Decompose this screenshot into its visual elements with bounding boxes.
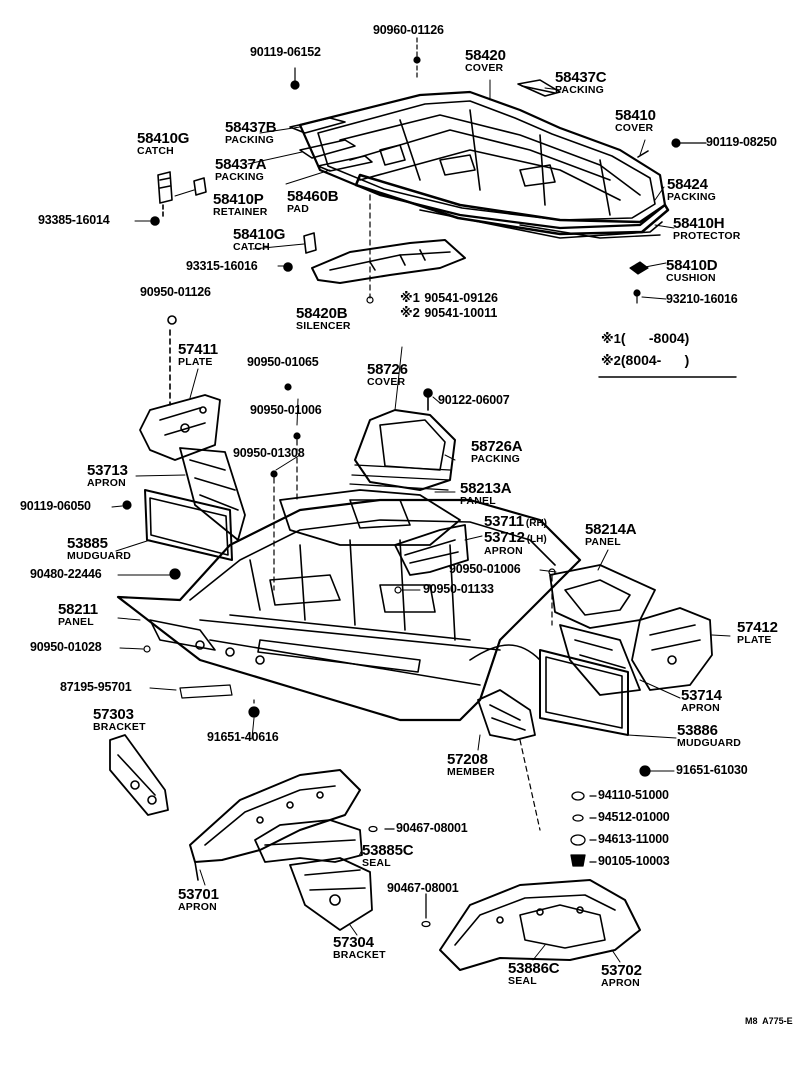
silencer-58420b-drawing xyxy=(311,239,466,284)
packing-58424-drawing xyxy=(354,173,670,239)
part-label-p20: 90950-01126 xyxy=(140,285,211,299)
mudguard-53885-drawing xyxy=(144,489,233,561)
part-label-p22: 90950-01065 xyxy=(247,355,319,369)
part-label-p24: 90122-06007 xyxy=(438,393,510,407)
part-label-p36: 90950-01006 xyxy=(449,562,521,576)
seal-53886c-drawing xyxy=(519,904,606,949)
leader-lines-mid xyxy=(111,346,731,772)
washers-drawing xyxy=(368,791,597,928)
variant-callout-2: ※2 90541-10011 xyxy=(400,305,498,320)
part-label-p49: 90467-08001 xyxy=(396,821,468,835)
part-label-p27: 90950-01308 xyxy=(233,446,305,460)
leader-lines-top xyxy=(134,79,675,300)
drawing-code: M8 A775-E xyxy=(745,1016,793,1026)
plate-57412-drawing xyxy=(631,607,713,691)
member-57208-drawing xyxy=(477,689,536,741)
cover-58726-drawing xyxy=(349,388,456,491)
part-label-p32: 53712(LH)APRON xyxy=(484,529,547,557)
panel-58213a-drawing xyxy=(279,489,461,546)
fastener-leaders-mid xyxy=(122,383,651,831)
part-label-p30: 90119-06050 xyxy=(20,499,91,513)
part-label-p52: 94613-11000 xyxy=(598,832,669,846)
protector-58410h-drawing xyxy=(519,224,661,239)
part-label-p41: 87195-95701 xyxy=(60,680,132,694)
note-line-1: ※1( -8004) xyxy=(601,330,690,346)
part-label-p25: 90950-01006 xyxy=(250,403,322,417)
apron-53713-drawing xyxy=(179,447,246,541)
catch-58410g-mid-drawing xyxy=(283,232,317,272)
fastener-leaders-top xyxy=(290,37,707,304)
part-label-p40: 90950-01028 xyxy=(30,640,102,654)
part-label-p50: 94512-01000 xyxy=(598,810,670,824)
apron-53701-drawing xyxy=(189,769,361,881)
seal-53885c-drawing xyxy=(254,819,363,863)
catch-58410g-top-drawing xyxy=(150,171,173,226)
bracket-57303-drawing xyxy=(109,734,169,816)
part-label-p14: 93385-16014 xyxy=(38,213,110,227)
packing-58437c-drawing xyxy=(517,79,561,97)
floor-panel-58211-drawing xyxy=(116,498,582,722)
packing-58437b-drawing xyxy=(289,117,346,134)
part-label-p35: 90480-22446 xyxy=(30,567,102,581)
plate-57411-drawing xyxy=(139,315,221,461)
leader-lines-bottom xyxy=(199,849,621,963)
apron-53711-drawing xyxy=(394,524,469,576)
apron-53702-drawing xyxy=(439,879,641,971)
variant-callout-1: ※1 90541-09126 xyxy=(400,290,499,305)
part-label-p2: 90119-06152 xyxy=(250,45,321,59)
part-label-p7: 90119-08250 xyxy=(706,135,777,149)
bracket-57304-drawing xyxy=(289,857,373,931)
apron-53714-drawing xyxy=(559,624,641,696)
packing-58437a-drawing xyxy=(299,139,373,172)
part-label-p48: 94110-51000 xyxy=(598,788,669,802)
note-line-2: ※2(8004- ) xyxy=(601,352,690,368)
part-label-p31: 53711(RH) xyxy=(484,513,547,530)
part-label-p53: 90105-10003 xyxy=(598,854,670,868)
part-label-p47: 91651-61030 xyxy=(676,763,748,777)
part-label-p1: 90960-01126 xyxy=(373,23,444,37)
part-label-p45: 91651-40616 xyxy=(207,730,279,744)
part-label-p55: 90467-08001 xyxy=(387,881,459,895)
retainer-58410p-drawing xyxy=(193,177,207,196)
part-label-p37: 90950-01133 xyxy=(423,582,494,596)
part-label-p18: 93210-16016 xyxy=(666,292,738,306)
part-label-p16: 93315-16016 xyxy=(186,259,258,273)
